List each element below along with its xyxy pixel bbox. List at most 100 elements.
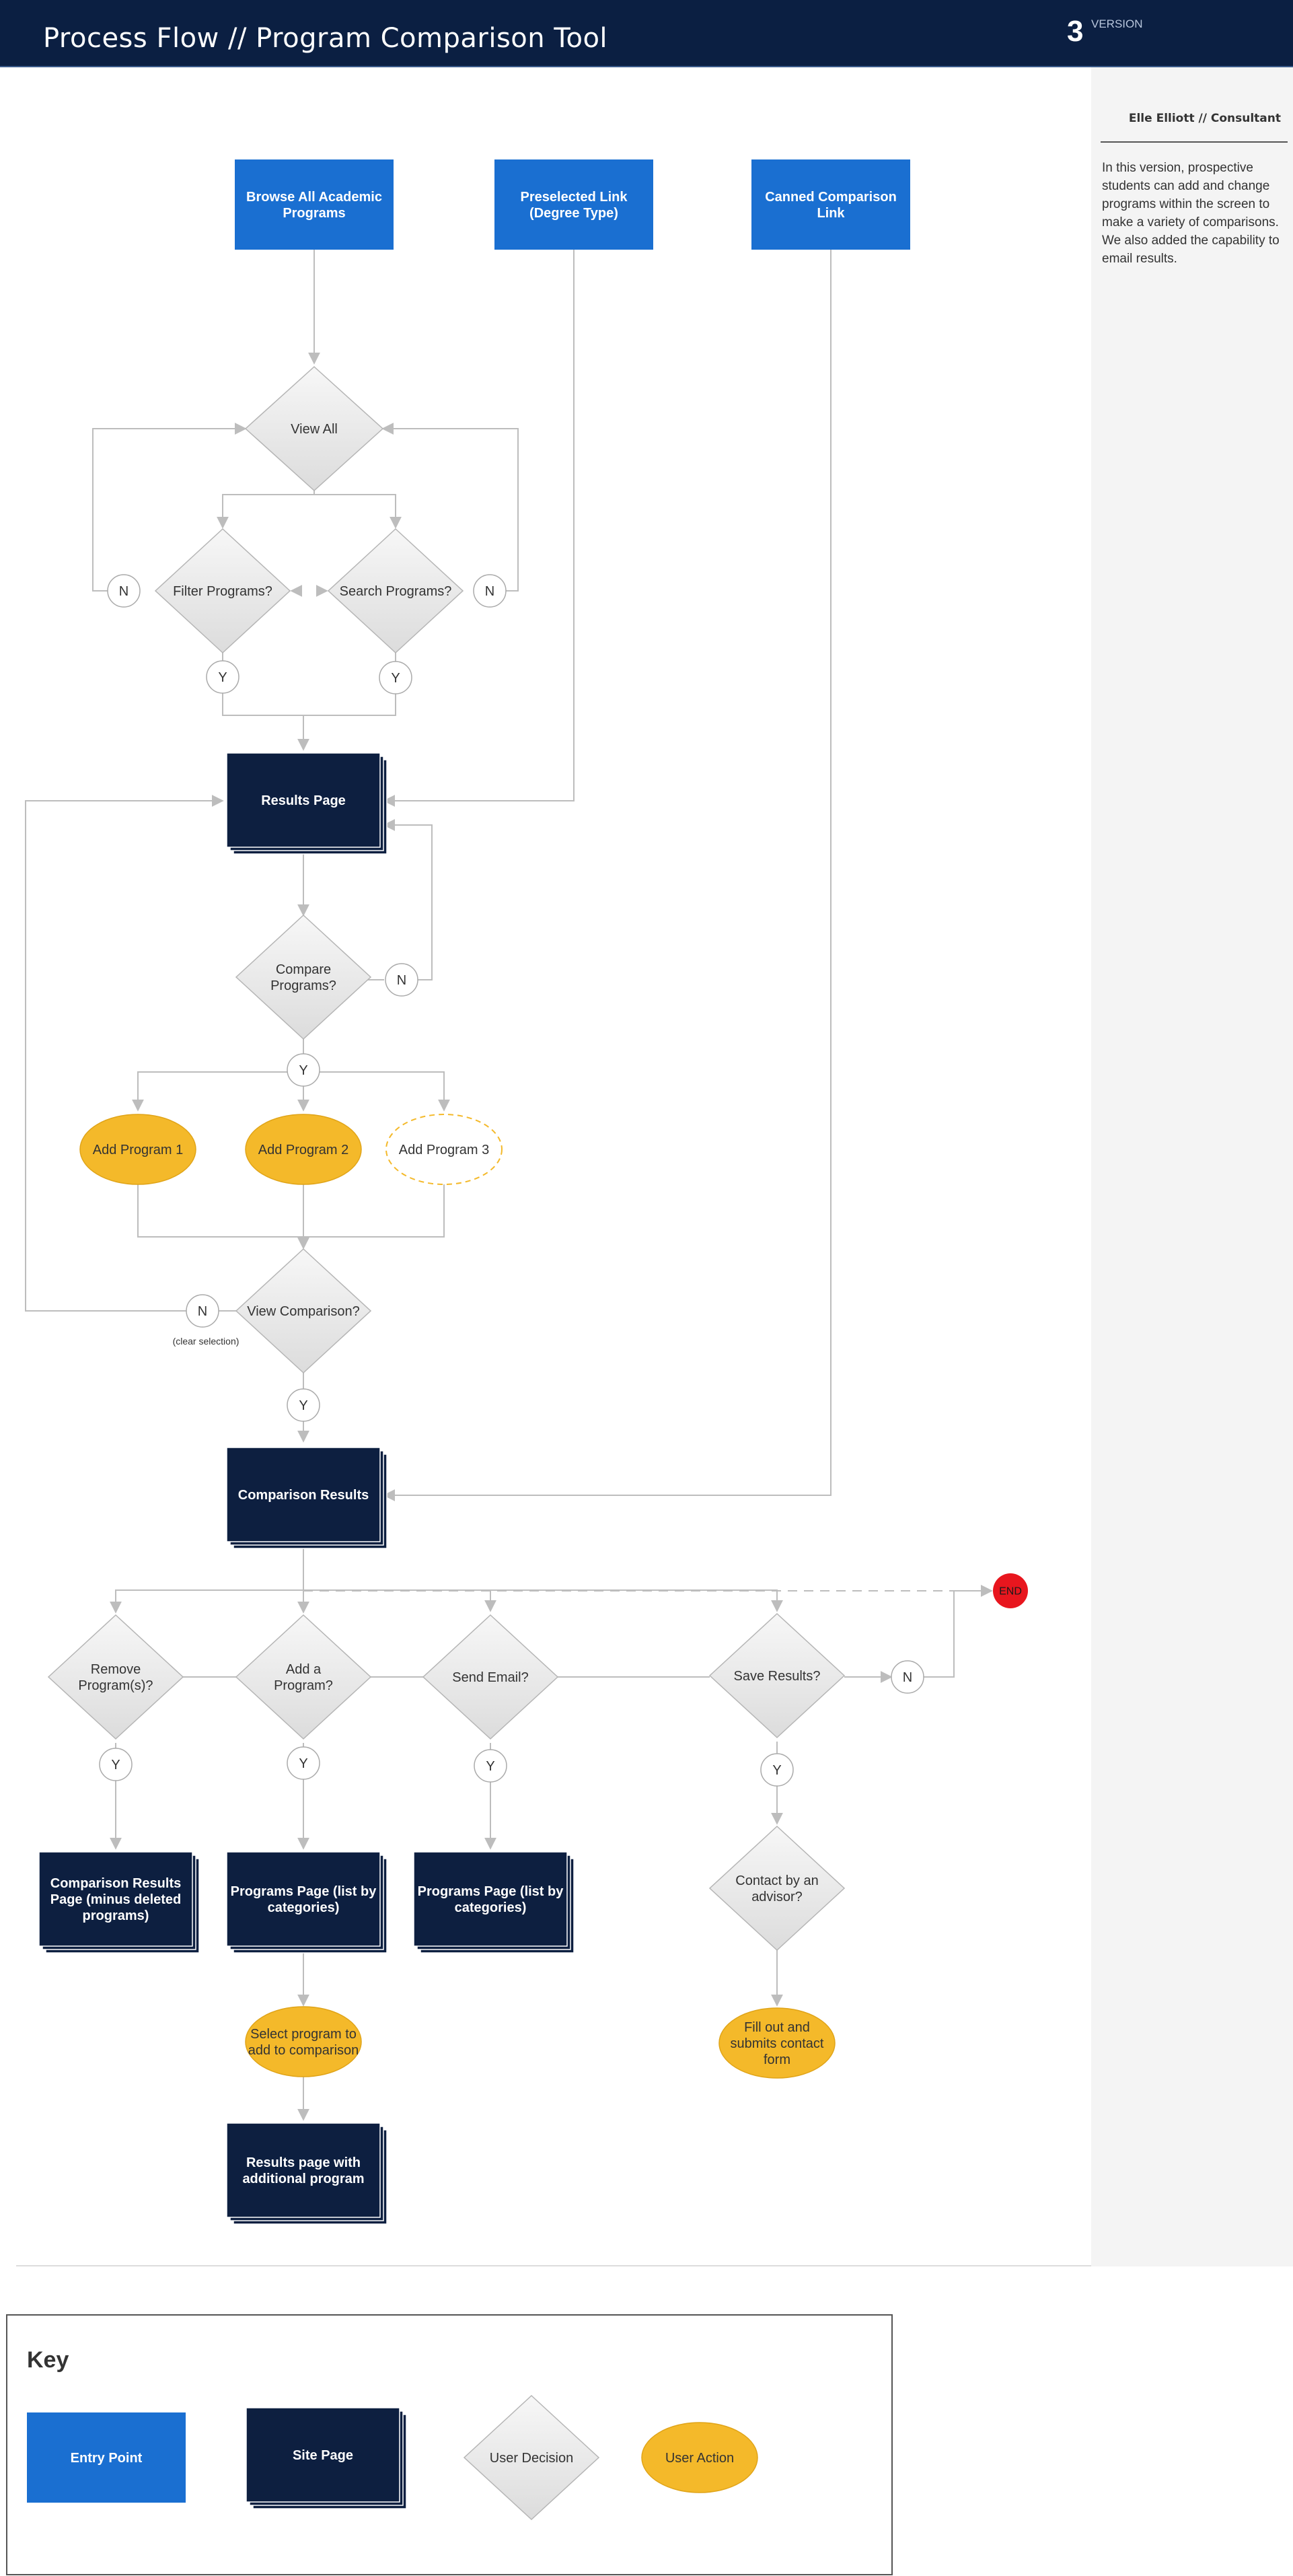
action-add-program-2-label: Add Program 2 xyxy=(258,1143,349,1157)
yes-add-program-label: Y xyxy=(299,1756,307,1771)
edge-comparison-to-save xyxy=(303,1588,783,1612)
entry-preselected-link: Preselected Link(Degree Type) xyxy=(494,159,653,250)
no-filter-label: N xyxy=(119,584,128,599)
edge-filter-no-loop xyxy=(92,423,247,592)
key-user-decision: User Decision xyxy=(463,2394,600,2521)
decision-search-programs: Search Programs? xyxy=(327,528,464,654)
decision-send-email: Send Email? xyxy=(422,1614,559,1740)
version-number: 3 xyxy=(1067,15,1084,48)
key-entry-point-label: Entry Point xyxy=(71,2451,143,2466)
edge-canned-to-comparison-results xyxy=(383,250,832,1501)
yes-filter: Y xyxy=(206,660,239,694)
page-comparison-results-label: Comparison Results xyxy=(238,1488,369,1503)
decision-view-comparison: View Comparison? xyxy=(235,1248,372,1374)
edge-viewall-to-search xyxy=(314,494,402,529)
author-credit: Elle Elliott // Consultant xyxy=(1128,112,1281,125)
decision-view-comparison-label: View Comparison? xyxy=(247,1304,360,1319)
yes-remove-label: Y xyxy=(111,1758,120,1773)
decision-filter-programs-label: Filter Programs? xyxy=(173,584,272,599)
entry-preselected-link-label: Preselected Link(Degree Type) xyxy=(521,190,628,221)
edge-yes-join xyxy=(222,693,396,716)
yes-add-program: Y xyxy=(287,1746,320,1780)
no-search: N xyxy=(473,574,507,608)
yes-filter-label: Y xyxy=(218,670,227,685)
version-label: VERSION xyxy=(1091,17,1143,30)
no-search-label: N xyxy=(485,584,494,599)
decision-save-results-label: Save Results? xyxy=(734,1669,821,1684)
canvas-bottom-divider xyxy=(16,2265,1091,2266)
edge-no-to-end xyxy=(924,1585,993,1678)
edge-viewcomparison-no-loop xyxy=(25,795,224,1312)
yes-search: Y xyxy=(379,661,412,694)
action-add-program-2: Add Program 2 xyxy=(245,1114,362,1185)
page-results: Results Page xyxy=(226,752,387,855)
no-view-comparison-label: N xyxy=(198,1304,207,1319)
edge-yes-to-add3 xyxy=(303,1071,450,1112)
yes-remove: Y xyxy=(99,1748,133,1781)
no-save-results: N xyxy=(891,1660,924,1694)
sidebar-panel xyxy=(1091,67,1293,2266)
no-view-comparison: N xyxy=(186,1294,219,1328)
connectors xyxy=(25,250,993,2121)
action-add-program-3: Add Program 3 xyxy=(385,1114,503,1185)
yes-save-results: Y xyxy=(760,1753,794,1787)
yes-view-comparison: Y xyxy=(287,1388,320,1422)
decision-view-all: View All xyxy=(244,365,384,492)
version-description: In this version, prospective students ca… xyxy=(1102,161,1280,266)
author-divider xyxy=(1101,141,1288,143)
action-add-program-1: Add Program 1 xyxy=(79,1114,196,1185)
edge-search-no-loop xyxy=(381,423,519,592)
no-compare-label: N xyxy=(397,973,406,988)
decision-search-programs-label: Search Programs? xyxy=(340,584,452,599)
no-compare: N xyxy=(385,963,418,997)
decision-view-all-label: View All xyxy=(291,422,338,437)
yes-send-email: Y xyxy=(474,1749,507,1783)
key-user-action: User Action xyxy=(641,2422,758,2493)
decision-send-email-label: Send Email? xyxy=(452,1670,528,1685)
page-results-label: Results Page xyxy=(261,793,346,808)
clear-selection-note: (clear selection) xyxy=(173,1336,239,1347)
edge-adds-join xyxy=(137,1183,445,1238)
page-comparison-results: Comparison Results xyxy=(226,1447,387,1549)
action-add-program-3-label: Add Program 3 xyxy=(399,1143,490,1157)
key-entry-point: Entry Point xyxy=(27,2412,186,2503)
key-site-page: Site Page xyxy=(246,2407,407,2509)
decision-filter-programs: Filter Programs? xyxy=(154,528,291,654)
key-site-page-label: Site Page xyxy=(293,2448,353,2463)
edge-viewall-to-filter xyxy=(217,490,315,529)
key-title: Key xyxy=(27,2347,69,2373)
key-user-action-label: User Action xyxy=(665,2451,734,2466)
yes-compare-label: Y xyxy=(299,1063,307,1078)
yes-save-results-label: Y xyxy=(772,1763,781,1778)
no-filter: N xyxy=(107,574,141,608)
end-terminal: END xyxy=(993,1573,1028,1608)
edge-compare-no-loop xyxy=(383,819,433,980)
edge-comparison-to-email xyxy=(303,1589,496,1612)
